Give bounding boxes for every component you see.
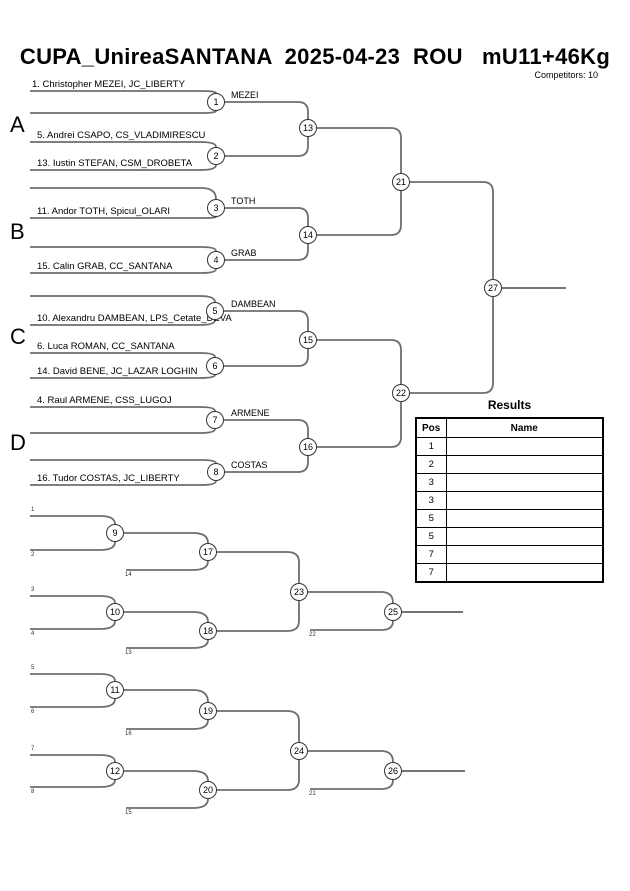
match-circle-4: 4 — [207, 251, 225, 269]
competitor-entry-seed4: 4. Raul ARMENE, CSS_LUGOJ — [37, 395, 172, 406]
group-label-a: A — [10, 112, 25, 137]
advancer-label-m7: ARMENE — [231, 408, 270, 418]
repechage-label-7: 7 — [31, 746, 35, 752]
results-row: 3 — [415, 491, 604, 510]
advancer-label-m1: MEZEI — [231, 90, 259, 100]
competitor-entry-seed16: 16. Tudor COSTAS, JC_LIBERTY — [37, 473, 180, 484]
competitor-entry-seed1: 1. Christopher MEZEI, JC_LIBERTY — [32, 79, 185, 90]
results-name — [445, 437, 604, 456]
match-circle-18: 18 — [199, 622, 217, 640]
competitor-entry-seed14: 14. David BENE, JC_LAZAR LOGHIN — [37, 366, 198, 377]
match-circle-14: 14 — [299, 226, 317, 244]
results-title: Results — [487, 398, 532, 412]
repechage-label-6: 6 — [31, 709, 35, 715]
results-name — [445, 455, 604, 474]
match-circle-2: 2 — [207, 147, 225, 165]
results-header-row: Pos Name — [415, 417, 604, 438]
match-circle-22: 22 — [392, 384, 410, 402]
results-row: 5 — [415, 527, 604, 546]
repechage-label-15: 15 — [125, 810, 132, 816]
results-table: Pos Name 1 2 3 3 5 5 7 7 — [415, 417, 604, 583]
results-name — [445, 563, 604, 583]
repechage-label-21: 21 — [309, 791, 316, 797]
match-circle-9: 9 — [106, 524, 124, 542]
results-pos: 7 — [415, 563, 447, 583]
match-circle-11: 11 — [106, 681, 124, 699]
match-circle-27: 27 — [484, 279, 502, 297]
match-circle-23: 23 — [290, 583, 308, 601]
results-row: 5 — [415, 509, 604, 528]
competitor-entry-seed5: 5. Andrei CSAPO, CS_VLADIMIRESCU — [37, 130, 206, 141]
repechage-label-16: 16 — [125, 731, 132, 737]
results-row: 1 — [415, 437, 604, 456]
match-circle-7: 7 — [206, 411, 224, 429]
results-name — [445, 473, 604, 492]
results-name — [445, 545, 604, 564]
competitor-entry-seed13: 13. Iustin STEFAN, CSM_DROBETA — [37, 158, 193, 169]
results-name — [445, 491, 604, 510]
match-circle-10: 10 — [106, 603, 124, 621]
results-row: 2 — [415, 455, 604, 474]
match-circle-1: 1 — [207, 93, 225, 111]
repechage-label-3: 3 — [31, 587, 35, 593]
results-pos: 2 — [415, 455, 447, 474]
group-label-b: B — [10, 219, 25, 244]
page-title: CUPA_UnireaSANTANA 2025-04-23 ROU mU11+4… — [19, 44, 611, 69]
results-col-name: Name — [445, 417, 604, 438]
repechage-label-4: 4 — [31, 631, 35, 637]
match-circle-25: 25 — [384, 603, 402, 621]
advancer-label-m5: DAMBEAN — [231, 299, 276, 309]
repechage-label-1: 1 — [31, 507, 35, 513]
results-row: 7 — [415, 563, 604, 583]
results-pos: 7 — [415, 545, 447, 564]
advancer-label-m3: TOTH — [231, 196, 256, 206]
match-circle-8: 8 — [207, 463, 225, 481]
results-row: 7 — [415, 545, 604, 564]
repechage-label-13: 13 — [125, 650, 132, 656]
match-circle-20: 20 — [199, 781, 217, 799]
group-label-c: C — [10, 324, 26, 349]
match-circle-15: 15 — [299, 331, 317, 349]
match-circle-5: 5 — [206, 302, 224, 320]
advancer-label-m8: COSTAS — [231, 460, 268, 470]
match-circle-16: 16 — [299, 438, 317, 456]
repechage-label-2: 2 — [31, 552, 35, 558]
competitor-entry-seed11: 11. Andor TOTH, Spicul_OLARI — [37, 206, 171, 217]
match-circle-13: 13 — [299, 119, 317, 137]
results-pos: 1 — [415, 437, 447, 456]
match-circle-12: 12 — [106, 762, 124, 780]
results-panel: Results Pos Name 1 2 3 3 5 5 7 7 — [415, 398, 604, 583]
results-pos: 3 — [415, 473, 447, 492]
repechage-label-8: 8 — [31, 789, 35, 795]
results-name — [445, 509, 604, 528]
results-pos: 5 — [415, 509, 447, 528]
match-circle-19: 19 — [199, 702, 217, 720]
competitor-entry-seed6: 6. Luca ROMAN, CC_SANTANA — [37, 341, 175, 352]
match-circle-17: 17 — [199, 543, 217, 561]
repechage-label-14: 14 — [125, 572, 132, 578]
match-circle-24: 24 — [290, 742, 308, 760]
repechage-label-22: 22 — [309, 632, 316, 638]
results-col-pos: Pos — [415, 417, 447, 438]
match-circle-6: 6 — [206, 357, 224, 375]
results-name — [445, 527, 604, 546]
match-circle-3: 3 — [207, 199, 225, 217]
repechage-label-5: 5 — [31, 665, 35, 671]
match-circle-26: 26 — [384, 762, 402, 780]
results-pos: 5 — [415, 527, 447, 546]
competitor-entry-seed15: 15. Calin GRAB, CC_SANTANA — [37, 261, 173, 272]
results-row: 3 — [415, 473, 604, 492]
match-circle-21: 21 — [392, 173, 410, 191]
group-label-d: D — [10, 430, 26, 455]
results-pos: 3 — [415, 491, 447, 510]
competitors-count: Competitors: 10 — [534, 70, 598, 80]
advancer-label-m4: GRAB — [231, 248, 257, 258]
competitor-entry-seed10: 10. Alexandru DAMBEAN, LPS_Cetate_DEVA — [37, 313, 232, 324]
